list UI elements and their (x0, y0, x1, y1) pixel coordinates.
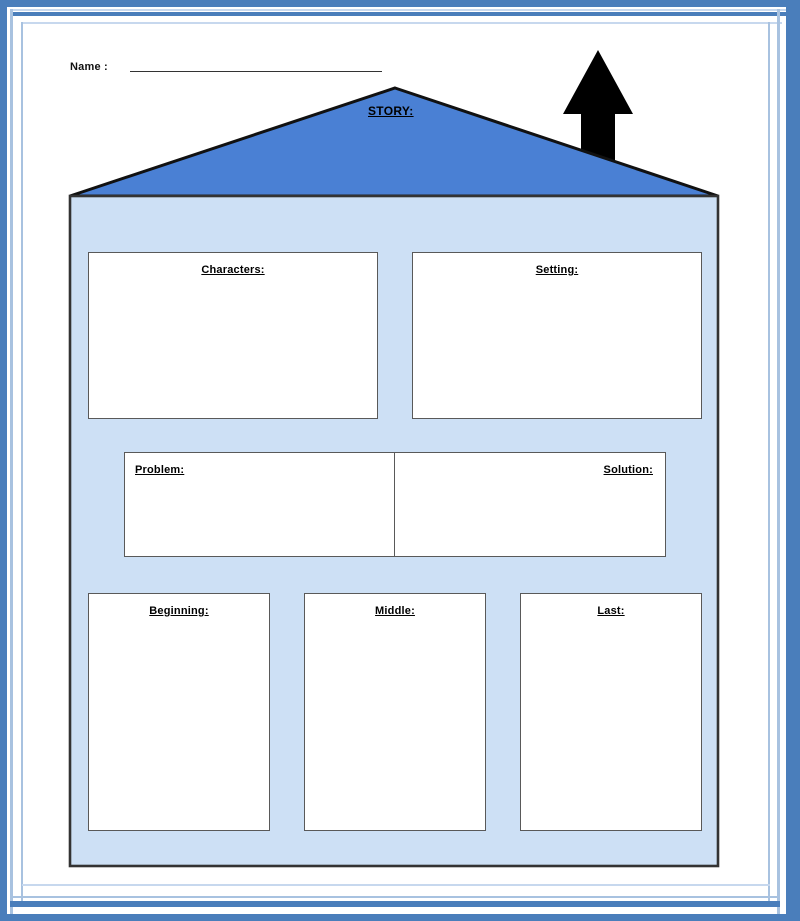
solution-label: Solution: (603, 464, 653, 476)
up-arrow-icon (563, 50, 633, 205)
frame-left-mid (10, 9, 13, 914)
frame-top-outer (0, 0, 800, 7)
name-input-line[interactable] (129, 71, 382, 72)
frame-right-mid (777, 9, 780, 914)
frame-bottom-inner (10, 896, 780, 898)
setting-box[interactable]: Setting: (412, 252, 702, 419)
problem-label: Problem: (135, 464, 185, 476)
frame-bottom-hairline (22, 884, 770, 886)
last-label: Last: (597, 605, 625, 617)
frame-right-inner (768, 22, 770, 902)
frame-top-inner (10, 9, 792, 11)
frame-top-second (10, 12, 792, 16)
characters-label: Characters: (201, 264, 265, 276)
frame-top-hairline (22, 22, 782, 24)
beginning-box[interactable]: Beginning: (88, 593, 270, 831)
solution-box[interactable]: Solution: (394, 452, 666, 557)
frame-bottom-second (10, 901, 780, 907)
last-box[interactable]: Last: (520, 593, 702, 831)
characters-box[interactable]: Characters: (88, 252, 378, 419)
middle-box[interactable]: Middle: (304, 593, 486, 831)
frame-right-outer (786, 0, 800, 921)
name-label: Name : (70, 61, 108, 73)
problem-box[interactable]: Problem: (124, 452, 394, 557)
frame-bottom-outer (0, 914, 800, 921)
setting-label: Setting: (535, 264, 579, 276)
middle-label: Middle: (375, 605, 415, 617)
name-field[interactable]: Name : (70, 60, 382, 74)
beginning-label: Beginning: (149, 605, 209, 617)
frame-left-inner (21, 22, 23, 902)
frame-left-outer (0, 0, 7, 921)
page-title: STORY: (368, 104, 414, 118)
